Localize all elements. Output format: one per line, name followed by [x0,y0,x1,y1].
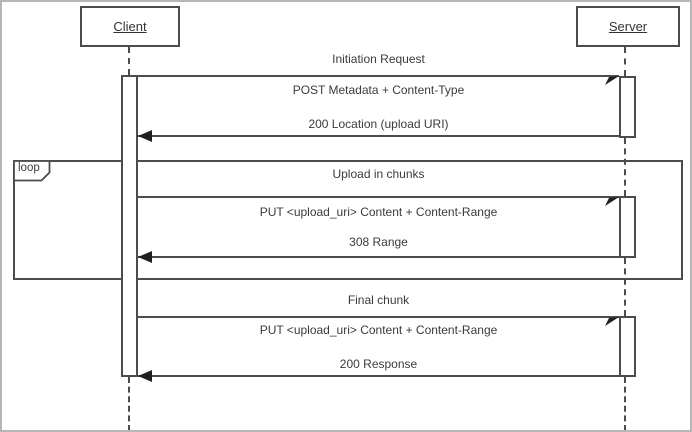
response-message-label: 200 Response [339,357,418,371]
participant-client: Client [80,6,180,47]
lifeline-server-segment [624,138,626,196]
activation-bar-server [619,76,636,138]
participant-label: Server [608,19,648,34]
activation-bar-client [121,75,138,377]
arrowhead-right-icon [605,197,619,206]
lifeline-client-segment [128,47,130,75]
request-message-label: POST Metadata + Content-Type [292,83,465,97]
lifeline-server-segment [624,377,626,430]
request-message-label: PUT <upload_uri> Content + Content-Range [259,323,498,337]
message-group-title: Initiation Request [332,52,425,66]
message-line-request [138,196,619,198]
message-group-title: Final chunk [347,293,410,307]
participant-server: Server [576,6,680,47]
response-message-label: 308 Range [349,235,408,249]
message-line-response [138,375,619,377]
loop-fragment-frame [13,160,683,280]
arrowhead-right-icon [605,76,619,85]
message-line-response [138,256,619,258]
message-group-title: Upload in chunks [332,167,425,181]
response-message-label: 200 Location (upload URI) [308,117,449,131]
arrowhead-left-icon [138,370,152,382]
loop-operator-label: loop [18,162,40,174]
participant-label: Client [113,19,147,34]
message-line-response [138,135,619,137]
activation-bar-server [619,316,636,377]
message-line-request [138,316,619,318]
arrowhead-left-icon [138,251,152,263]
message-line-request [138,75,619,77]
arrowhead-left-icon [138,130,152,142]
lifeline-client-segment [128,377,130,430]
arrowhead-right-icon [605,317,619,326]
loop-operator-tab [13,160,51,182]
request-message-label: PUT <upload_uri> Content + Content-Range [259,205,498,219]
lifeline-server-segment [624,47,626,76]
activation-bar-server [619,196,636,258]
lifeline-server-segment [624,258,626,316]
